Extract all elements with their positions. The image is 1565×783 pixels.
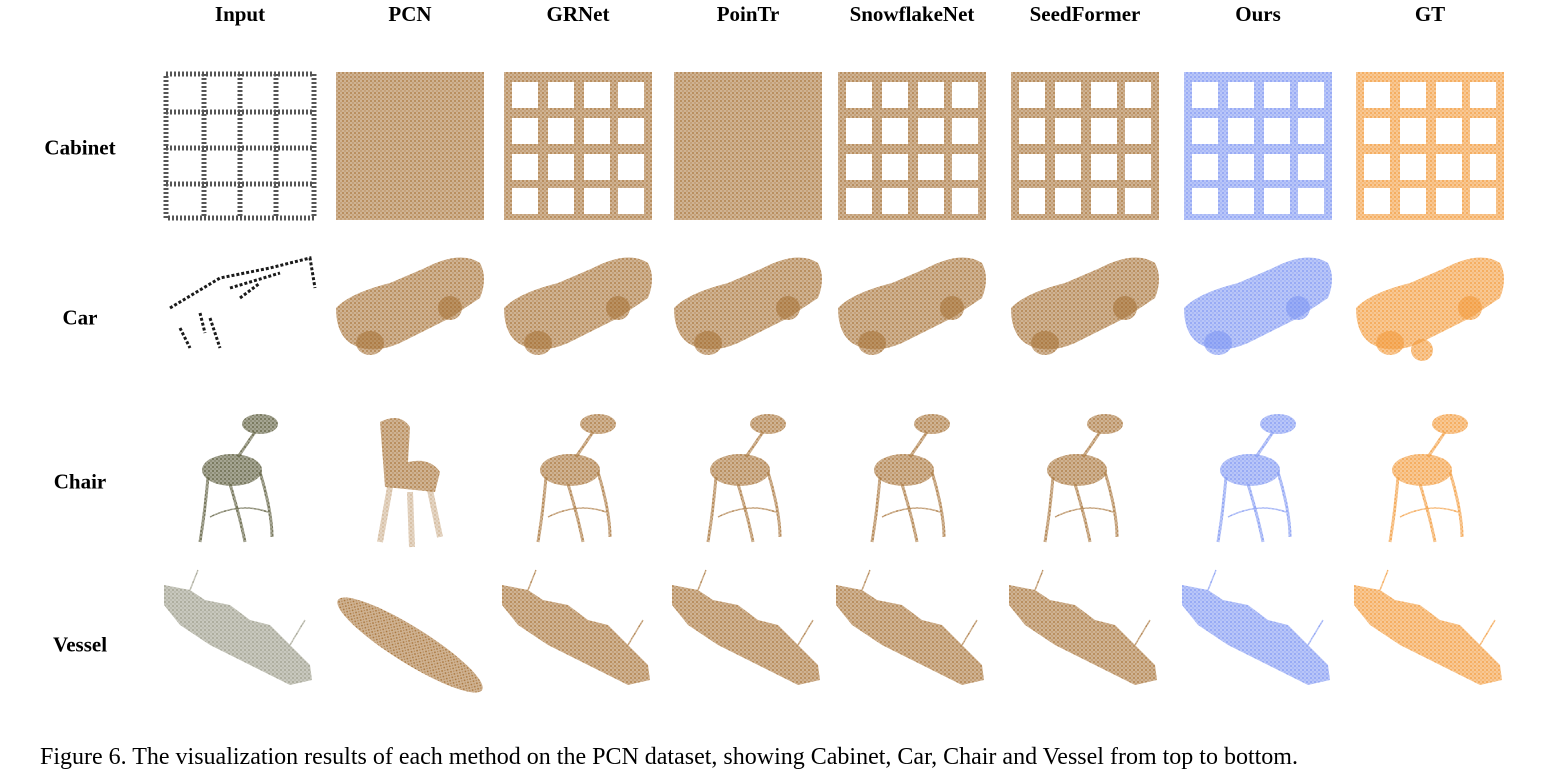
pointcloud-image <box>1354 569 1502 685</box>
pointcloud-car-snowflakenet <box>832 238 992 398</box>
pointcloud-image <box>674 72 822 220</box>
pointcloud-cabinet-snowflakenet <box>832 68 992 228</box>
pointcloud-vessel-ours <box>1178 565 1338 725</box>
row-label-car: Car <box>62 305 98 330</box>
pointcloud-image <box>672 569 820 685</box>
pointcloud-vessel-grnet <box>498 565 658 725</box>
pointcloud-car-grnet <box>498 238 658 398</box>
pointcloud-cabinet-seedformer <box>1005 68 1165 228</box>
pointcloud-image <box>164 569 312 685</box>
pointcloud-vessel-input <box>160 565 320 725</box>
pointcloud-vessel-pcn <box>330 565 490 725</box>
pointcloud-image <box>1009 569 1157 685</box>
pointcloud-car-input <box>160 238 320 398</box>
pointcloud-image <box>838 72 986 220</box>
pointcloud-image <box>502 569 650 685</box>
column-header-grnet: GRNet <box>546 2 610 26</box>
pointcloud-image <box>337 597 483 693</box>
pointcloud-cabinet-gt <box>1350 68 1510 228</box>
pointcloud-image <box>377 418 443 548</box>
pointcloud-image <box>504 72 652 220</box>
pointcloud-chair-ours <box>1178 402 1338 562</box>
row-label-cabinet: Cabinet <box>44 135 116 160</box>
pointcloud-image <box>1011 72 1159 220</box>
pointcloud-image <box>1011 257 1159 355</box>
pointcloud-image <box>163 71 317 221</box>
pointcloud-image <box>336 72 484 220</box>
pointcloud-image <box>706 414 786 543</box>
column-header-ours: Ours <box>1235 2 1281 26</box>
pointcloud-image <box>1043 414 1123 543</box>
pointcloud-vessel-snowflakenet <box>832 565 992 725</box>
column-header-gt: GT <box>1414 2 1446 26</box>
column-header-pointr: PoinTr <box>716 2 780 26</box>
pointcloud-image <box>1388 414 1468 543</box>
pointcloud-image <box>504 257 652 355</box>
column-header-snowflakenet: SnowflakeNet <box>849 2 975 26</box>
pointcloud-image <box>536 414 616 543</box>
pointcloud-car-ours <box>1178 238 1338 398</box>
column-header-seedformer: SeedFormer <box>1029 2 1141 26</box>
pointcloud-chair-input <box>160 402 320 562</box>
pointcloud-car-gt <box>1350 238 1510 398</box>
pointcloud-image <box>838 257 986 355</box>
pointcloud-chair-pointr <box>668 402 828 562</box>
pointcloud-vessel-seedformer <box>1005 565 1165 725</box>
pointcloud-image <box>1184 257 1332 355</box>
pointcloud-image <box>836 569 984 685</box>
pointcloud-image <box>1216 414 1296 543</box>
pointcloud-car-pcn <box>330 238 490 398</box>
pointcloud-cabinet-pointr <box>668 68 828 228</box>
pointcloud-cabinet-ours <box>1178 68 1338 228</box>
column-header-input: Input <box>214 2 266 26</box>
row-label-vessel: Vessel <box>52 632 108 657</box>
pointcloud-chair-snowflakenet <box>832 402 992 562</box>
pointcloud-cabinet-grnet <box>498 68 658 228</box>
pointcloud-cabinet-input <box>160 68 320 228</box>
row-label-chair: Chair <box>53 469 107 494</box>
pointcloud-cabinet-pcn <box>330 68 490 228</box>
pointcloud-car-seedformer <box>1005 238 1165 398</box>
pointcloud-image <box>1356 72 1504 220</box>
pointcloud-vessel-gt <box>1350 565 1510 725</box>
pointcloud-image <box>1182 569 1330 685</box>
pointcloud-chair-gt <box>1350 402 1510 562</box>
pointcloud-image <box>198 414 278 543</box>
pointcloud-image <box>1184 72 1332 220</box>
pointcloud-vessel-pointr <box>668 565 828 725</box>
pointcloud-chair-seedformer <box>1005 402 1165 562</box>
pointcloud-image <box>169 256 317 349</box>
pointcloud-image <box>1356 257 1504 361</box>
column-header-pcn: PCN <box>388 2 432 26</box>
pointcloud-car-pointr <box>668 238 828 398</box>
pointcloud-image <box>336 257 484 355</box>
pointcloud-image <box>674 257 822 355</box>
pointcloud-image <box>870 414 950 543</box>
figure-caption: Figure 6. The visualization results of e… <box>40 744 1298 770</box>
pointcloud-chair-grnet <box>498 402 658 562</box>
pointcloud-chair-pcn <box>330 402 490 562</box>
